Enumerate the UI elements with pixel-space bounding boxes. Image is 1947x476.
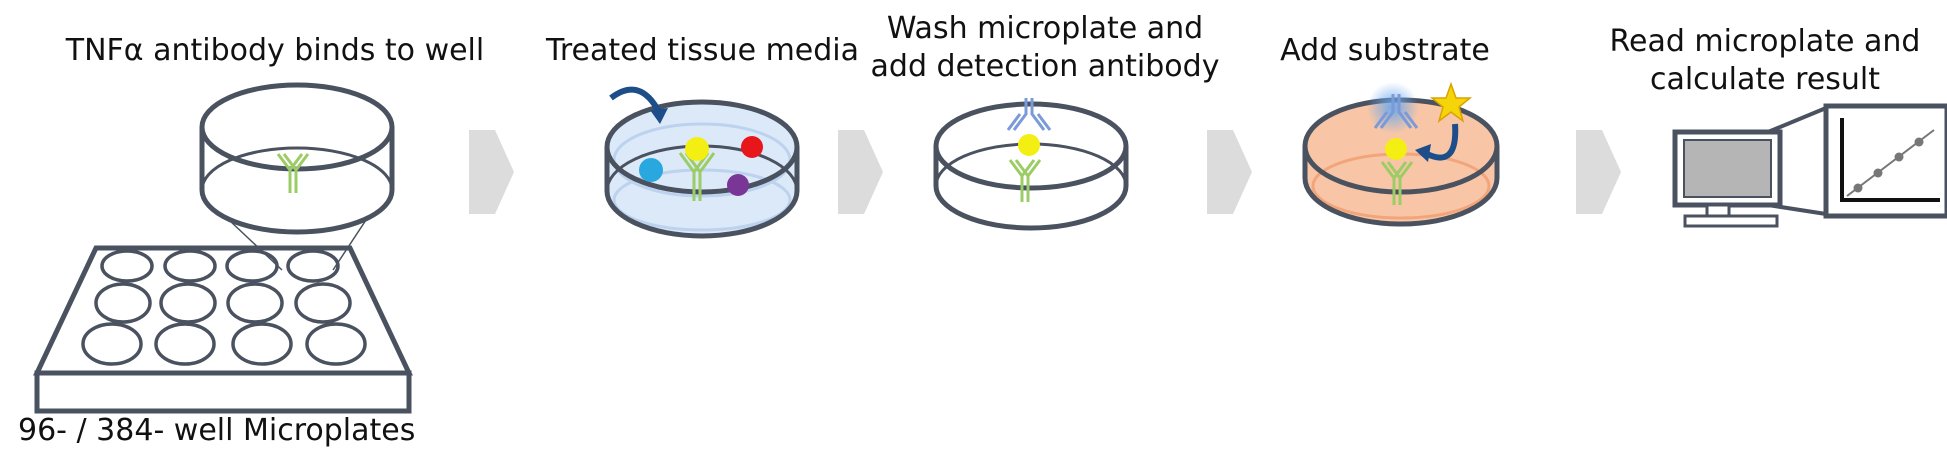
step2-capture-antibody-icon — [678, 152, 716, 201]
step2-title: Treated tissue media — [545, 32, 860, 70]
step4-curved-arrow-icon — [1415, 123, 1459, 162]
step-arrow-icon-1 — [469, 130, 514, 214]
step4-title: Add substrate — [1255, 32, 1515, 70]
step-arrow-icon-2 — [838, 130, 883, 214]
step2-particle-blue — [639, 158, 663, 182]
step3-detection-antibody-icon — [1006, 98, 1052, 131]
step4-detection-antibody-icon — [1373, 94, 1419, 129]
step2-curved-arrow-icon — [609, 86, 668, 124]
substrate-star-icon — [1429, 81, 1473, 123]
step3-antigen — [1018, 134, 1040, 156]
step3-title: Wash microplate and add detection antibo… — [870, 10, 1220, 86]
step5-title-line1: Read microplate and — [1609, 24, 1921, 59]
step2-particle-purple — [727, 174, 749, 196]
monitor-icon — [1672, 129, 1783, 228]
result-graph-icon — [1823, 103, 1947, 219]
step4-title-text: Add substrate — [1280, 33, 1490, 68]
step3-capture-antibody-icon — [1008, 159, 1042, 202]
step4-antigen — [1385, 138, 1407, 160]
step-arrow-icon-4 — [1576, 130, 1621, 214]
plate-label: 96- / 384- well Microplates — [18, 412, 428, 450]
step3-title-line2: add detection antibody — [870, 49, 1220, 84]
step2-particle-red — [741, 136, 763, 158]
step2-title-text: Treated tissue media — [545, 33, 860, 68]
step1-title-text: TNFα antibody binds to well — [65, 33, 485, 68]
step4-capture-antibody-icon — [1380, 161, 1414, 205]
step1-title: TNFα antibody binds to well — [40, 32, 510, 70]
step2-antigen — [685, 137, 709, 161]
step3-title-line1: Wash microplate and — [886, 11, 1204, 46]
step5-title: Read microplate and calculate result — [1595, 23, 1935, 99]
step-arrow-icon-3 — [1207, 130, 1252, 214]
step5-title-line2: calculate result — [1649, 62, 1881, 97]
microplate-icon — [33, 245, 413, 414]
step1-capture-antibody-icon — [276, 153, 310, 193]
plate-label-text: 96- / 384- well Microplates — [18, 413, 416, 448]
result-zoom-lines — [1767, 106, 1827, 216]
